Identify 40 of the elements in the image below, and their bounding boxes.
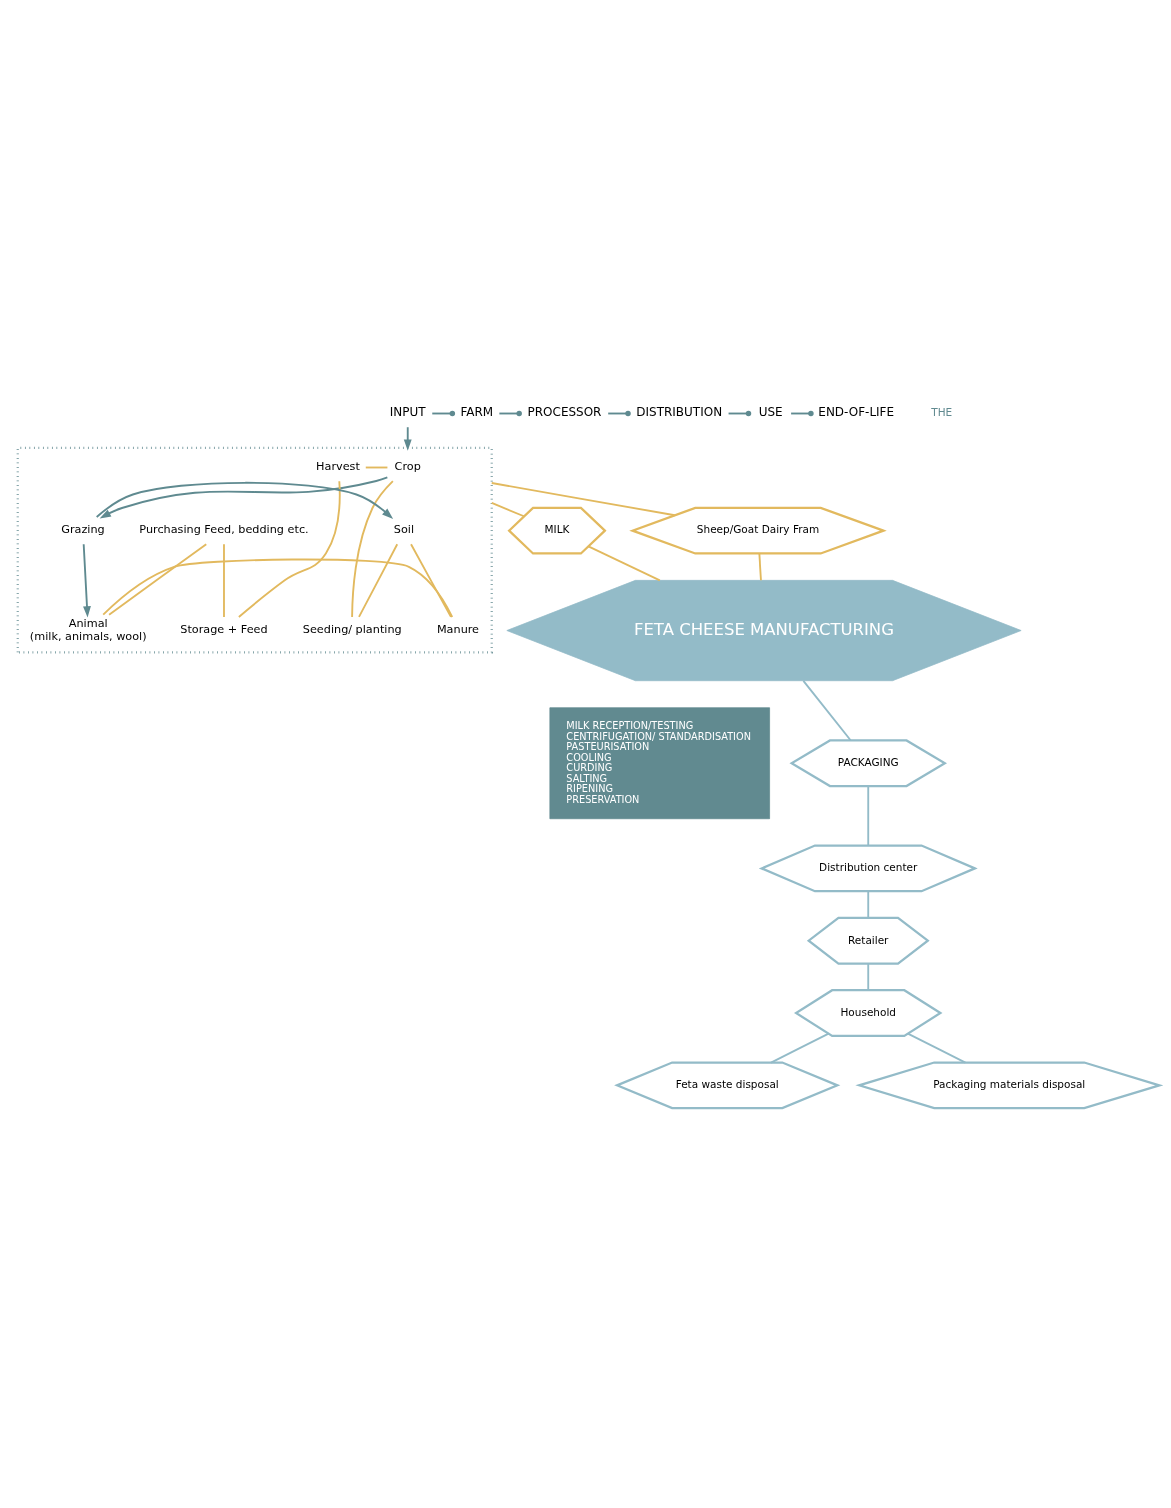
arrow [82, 543, 91, 618]
connector [108, 543, 208, 616]
connector [867, 962, 870, 992]
node-text: Seeding/ planting [302, 623, 402, 637]
connector [802, 679, 852, 742]
node-text: Crop [394, 460, 421, 474]
node-text: Purchasing Feed, bedding etc. [139, 523, 309, 537]
node-text: FARM [460, 405, 494, 420]
connector [223, 543, 225, 618]
connector [906, 1032, 967, 1064]
node-text: USE [758, 405, 783, 420]
node-text: END-OF-LIFE [818, 405, 895, 420]
label: THE [931, 406, 953, 419]
node-text: Manure [436, 623, 480, 637]
connector [237, 480, 341, 618]
node-text: INPUT [389, 405, 426, 420]
connector [490, 482, 676, 517]
arrow [403, 426, 412, 451]
connector [727, 410, 752, 417]
connector [867, 890, 870, 919]
node-text: Grazing [61, 523, 105, 537]
connector [587, 545, 661, 582]
connector [351, 480, 394, 618]
connector [770, 1032, 830, 1064]
connector [867, 785, 870, 847]
cluster [16, 446, 493, 654]
connector [358, 543, 399, 618]
node-box: MILK RECEPTION/TESTING CENTRIFUGATION/ STANDARDISATION PASTEURISATION COOLING CURDING SALTING RIPENING PRESERVATION [549, 707, 770, 820]
node-text: PROCESSOR [527, 405, 602, 420]
connector [410, 543, 452, 618]
node-text: Harvest [316, 460, 360, 474]
connector [490, 502, 525, 518]
node-text: DISTRIBUTION [636, 405, 723, 420]
node-text: Animal (milk, animals, wool) [29, 616, 147, 643]
node-text: Soil [393, 523, 415, 537]
connector [364, 466, 389, 469]
connector [431, 410, 456, 417]
connector [102, 558, 454, 618]
connector [758, 552, 762, 582]
node-text: Storage + Feed [180, 623, 268, 637]
